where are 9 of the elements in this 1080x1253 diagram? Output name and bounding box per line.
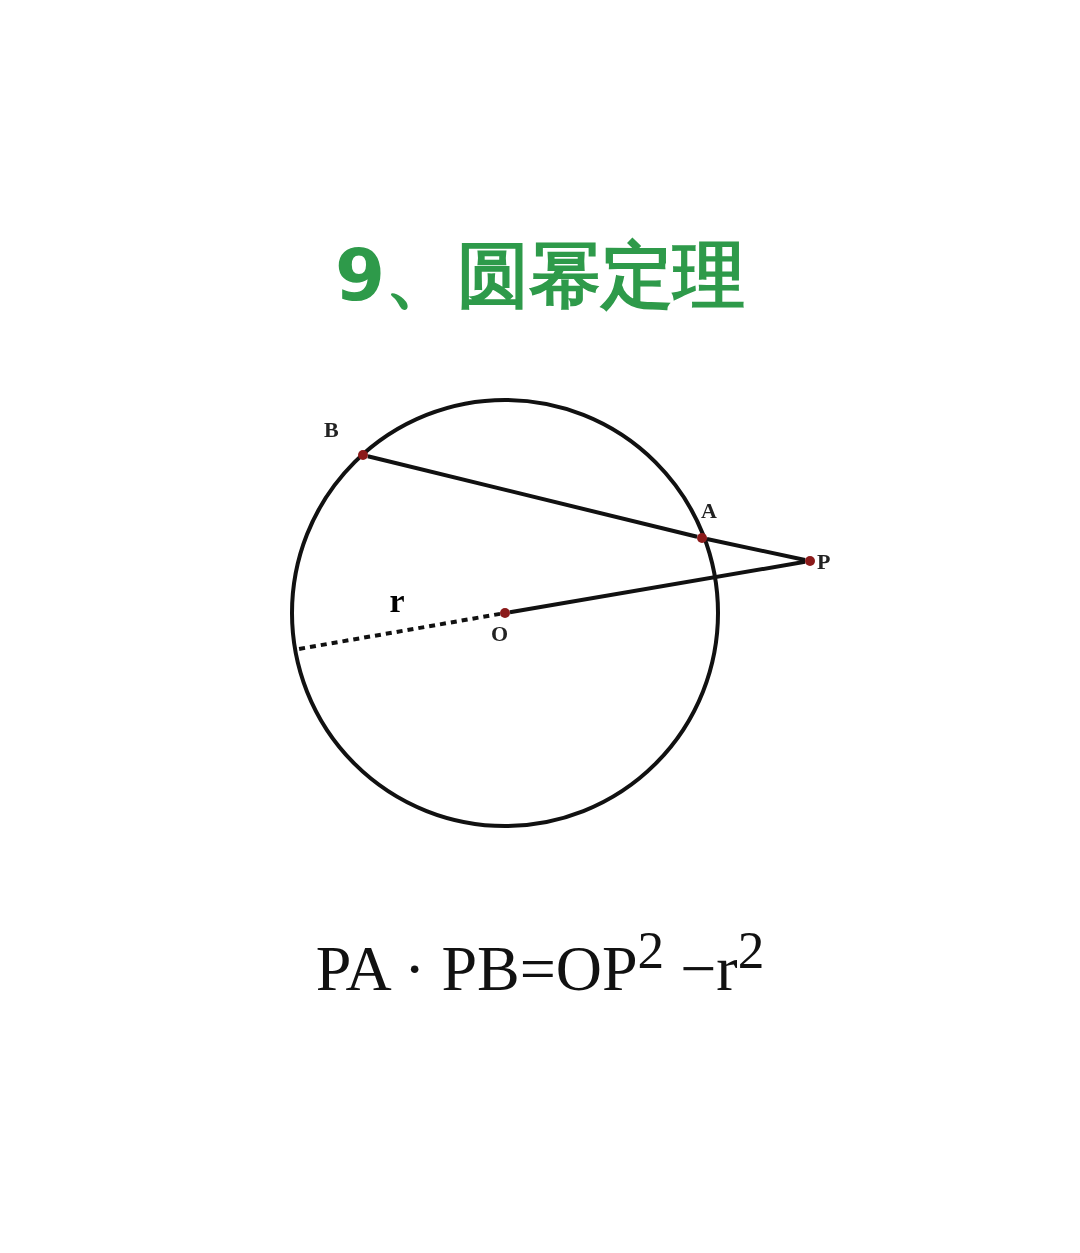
point-label: B [324,418,339,442]
line-segment [509,559,806,615]
point-label: O [491,622,509,646]
point-label: A [701,499,717,523]
formula: PA · PB=OP$^{2}$ −r$^{2}$ [315,919,765,1007]
point-label: P [817,550,831,574]
title: 9、圆幂定理 [334,232,746,319]
line-segment [706,537,806,562]
line-segment [367,454,698,539]
